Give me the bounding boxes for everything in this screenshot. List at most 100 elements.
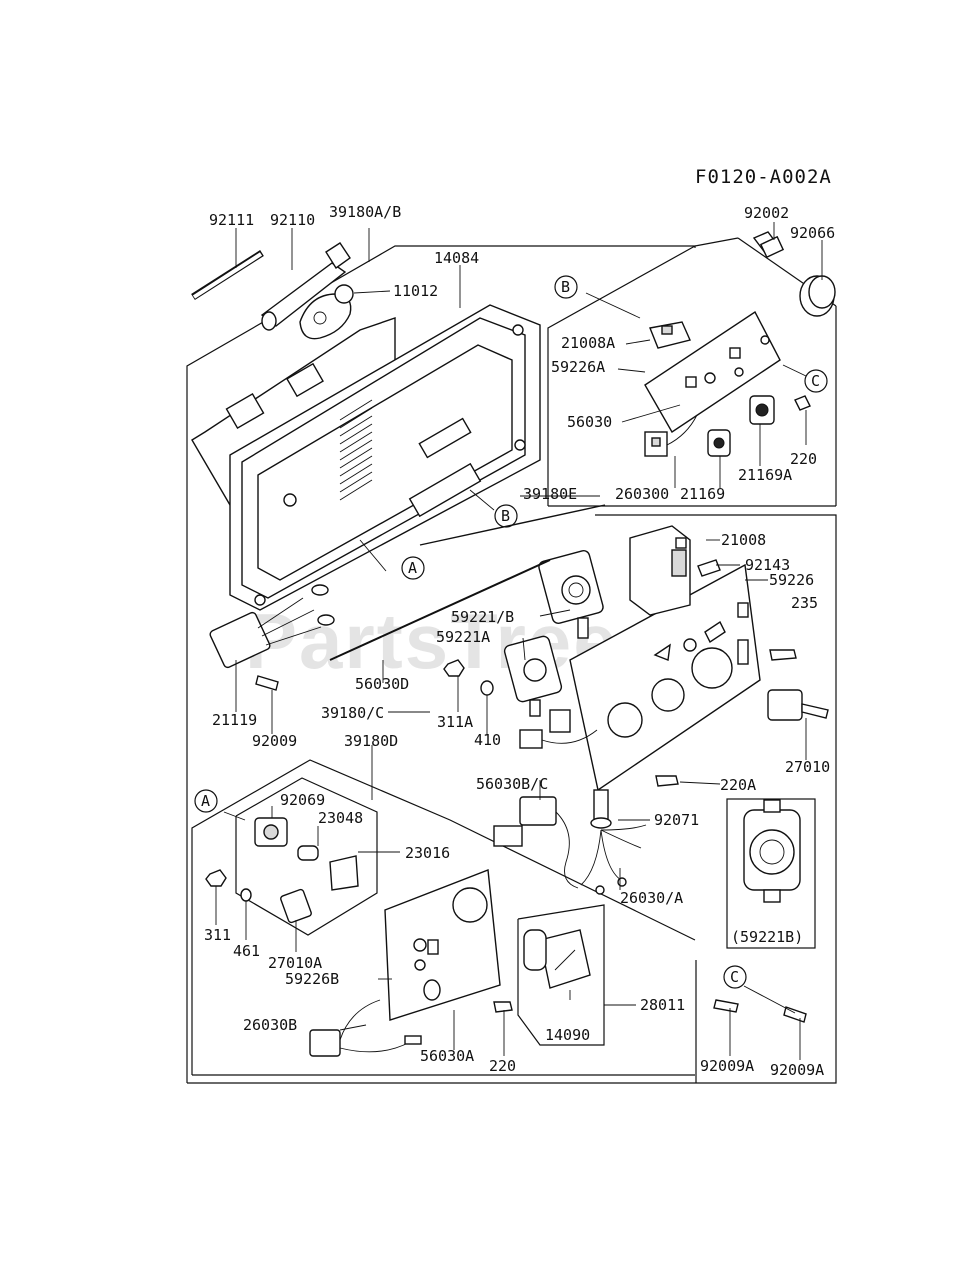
housing-14084 <box>191 304 541 611</box>
part-label: 311A <box>437 713 473 731</box>
rod-92111 <box>191 250 264 300</box>
part-label: 59221/B <box>451 608 514 626</box>
svg-text:C: C <box>730 968 739 986</box>
part-label: 92111 <box>209 211 254 229</box>
connector-21119 <box>209 584 335 669</box>
harness-92071 <box>580 789 647 895</box>
switch-21008a <box>649 321 691 349</box>
part-label: 59221A <box>436 628 490 646</box>
part-label: 23016 <box>405 844 450 862</box>
part-label: 56030B/C <box>476 775 548 793</box>
box-main-panel-outline <box>595 514 837 1084</box>
clamp-11012 <box>299 284 354 340</box>
part-label: 220 <box>790 450 817 468</box>
callout-b-top: B <box>554 275 578 299</box>
panel-59226b <box>384 869 501 1021</box>
screw-220a <box>655 775 679 787</box>
tube-92110 <box>260 242 351 331</box>
part-label: 92110 <box>270 211 315 229</box>
callout-c-bottom: C <box>723 965 747 989</box>
terminal-21169 <box>707 429 731 457</box>
receptacle-59221b <box>538 550 604 639</box>
screw-220-b <box>794 395 811 411</box>
part-label: 235 <box>791 594 818 612</box>
part-label: 27010 <box>785 758 830 776</box>
part-label: 39180/C <box>321 704 384 722</box>
part-label: 92066 <box>790 224 835 242</box>
part-label: 92069 <box>280 791 325 809</box>
part-label: 26030B <box>243 1016 297 1034</box>
leader-lines <box>215 222 823 1060</box>
diagram-code: F0120-A002A <box>695 166 832 188</box>
part-label: 59226B <box>285 970 339 988</box>
part-label: 21008A <box>561 334 615 352</box>
screw-220-a <box>493 1001 513 1013</box>
lamp-92069 <box>254 817 288 847</box>
part-label: 26030/A <box>620 889 683 907</box>
callout-c-top: C <box>804 369 828 393</box>
terminal-21169a <box>749 395 775 425</box>
part-label: 92002 <box>744 204 789 222</box>
nut-311 <box>205 869 227 887</box>
part-label: 14084 <box>434 249 479 267</box>
harness-56030bc <box>493 796 579 889</box>
part-label: 220 <box>489 1057 516 1075</box>
part-label: 59226 <box>769 571 814 589</box>
svg-text:C: C <box>811 372 820 390</box>
callout-a-housing: A <box>401 556 425 580</box>
detail-box-label: (59221B) <box>731 928 803 946</box>
plate-59226a <box>644 310 781 433</box>
part-label: 27010A <box>268 954 322 972</box>
part-label: 56030A <box>420 1047 474 1065</box>
box-b-outline <box>547 245 837 507</box>
bulb-23048 <box>297 845 319 861</box>
cap-92066 <box>799 275 836 317</box>
detail-box-59221b <box>726 798 816 949</box>
screw-92009a-2 <box>783 1006 807 1023</box>
box-23016-outline <box>235 777 378 936</box>
part-label: 39180A/B <box>329 203 401 221</box>
cover-23016 <box>329 855 359 891</box>
part-label: 220A <box>720 776 756 794</box>
part-label: 56030 <box>567 413 612 431</box>
breaker-21008 <box>629 525 691 616</box>
svg-text:B: B <box>501 507 510 525</box>
part-label: 410 <box>474 731 501 749</box>
rod-56030d <box>329 559 551 661</box>
box-a-outline <box>191 759 696 1076</box>
part-label: 59226A <box>551 358 605 376</box>
switch-27010a <box>280 888 312 924</box>
part-label: 92071 <box>654 811 699 829</box>
screw-235 <box>769 649 797 661</box>
part-label: 92009 <box>252 732 297 750</box>
receptacle-59221a <box>503 635 563 717</box>
box-28011-outline <box>517 904 605 1046</box>
connector-260300 <box>644 414 698 457</box>
part-labels: 92111 92110 39180A/B 14084 11012 92002 9… <box>204 203 835 1079</box>
washer-461 <box>240 888 252 902</box>
switch-27010 <box>767 689 829 721</box>
part-label: 92143 <box>745 556 790 574</box>
part-label: 311 <box>204 926 231 944</box>
part-label: 56030D <box>355 675 409 693</box>
housing-vents <box>339 399 373 501</box>
svg-text:A: A <box>408 559 417 577</box>
callout-a-box: A <box>194 789 218 813</box>
detail-receptacle-59221b <box>743 799 801 903</box>
svg-text:A: A <box>201 792 210 810</box>
panel-59226 <box>569 563 761 792</box>
nut-311a <box>443 659 465 677</box>
harness-26030b <box>309 999 422 1057</box>
part-label: 21169 <box>680 485 725 503</box>
part-label: 11012 <box>393 282 438 300</box>
part-label: 14090 <box>545 1026 590 1044</box>
part-label: 21169A <box>738 466 792 484</box>
part-label: 260300 <box>615 485 669 503</box>
washer-410 <box>480 680 494 696</box>
part-label: 92009A <box>700 1057 754 1075</box>
bolt-92002 <box>752 231 785 259</box>
part-label: 21008 <box>721 531 766 549</box>
meter-14090 <box>523 929 591 989</box>
connector-56030b <box>519 709 598 749</box>
